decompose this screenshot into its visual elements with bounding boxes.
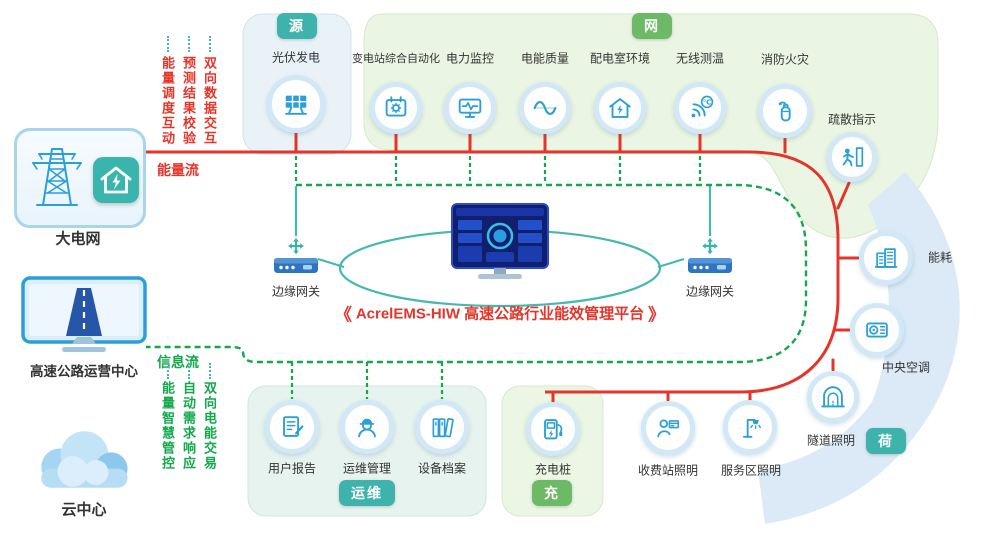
operation-center-card <box>20 276 148 361</box>
edge-gateway-left <box>268 237 324 279</box>
wireless-temp-icon: ℃ <box>691 95 714 118</box>
power-grid-label: 大电网 <box>55 230 101 248</box>
node-power-quality <box>519 82 571 134</box>
badge-source: 源 <box>277 13 317 39</box>
central-screen-icon <box>451 203 549 279</box>
device-links <box>294 186 712 269</box>
node-label-power-monitor: 电力监控 <box>445 51 495 66</box>
gateway-right-label: 边缘网关 <box>685 284 735 299</box>
badge-ops: 运维 <box>339 480 395 506</box>
node-label-service-area: 服务区照明 <box>720 463 782 478</box>
solar-panel-icon <box>285 95 307 115</box>
edge-gateway-icon <box>274 238 318 273</box>
toll-station-icon <box>657 419 680 438</box>
ev-charger-icon <box>544 419 563 440</box>
cloud-center-card <box>25 418 140 507</box>
left-guillemet: 《 <box>334 305 352 325</box>
cloud-center-label: 云中心 <box>61 501 107 519</box>
node-label-distribution-room: 配电室环境 <box>589 51 651 66</box>
annotation-forecast-check: 预测结果校验 <box>181 56 196 146</box>
hvac-icon <box>866 322 888 338</box>
power-monitor-icon <box>458 98 482 118</box>
platform-name: AcrelEMS-HIW 高速公路行业能效管理平台 <box>355 305 645 323</box>
power-grid-card <box>14 128 146 228</box>
annotation-energy-dispatch: 能量调度互动 <box>160 56 175 146</box>
energy-flow-label: 能量流 <box>157 162 199 178</box>
node-ev-charger <box>526 402 580 456</box>
node-label-solar: 光伏发电 <box>271 50 321 65</box>
dotted-leader <box>188 36 190 52</box>
node-label-evacuation: 疏散指示 <box>827 112 877 127</box>
node-label-user-report: 用户报告 <box>267 461 317 476</box>
node-solar <box>267 75 325 133</box>
energy-flow-ticks <box>294 132 860 405</box>
node-label-energy-consumption: 能耗 <box>927 250 953 265</box>
dotted-leader <box>209 36 211 52</box>
node-hvac <box>850 303 904 357</box>
central-screen <box>450 202 550 289</box>
node-toll-station-lighting <box>641 401 695 455</box>
badge-charge: 充 <box>532 480 572 506</box>
evacuation-exit-icon <box>842 147 864 167</box>
node-label-power-quality: 电能质量 <box>520 51 570 66</box>
fire-extinguisher-icon <box>778 101 791 122</box>
cloud-icon <box>41 431 128 488</box>
energy-flow-bus <box>146 150 840 394</box>
annotation-data-exchange: 双向数据交互 <box>202 56 217 146</box>
node-substation-automation <box>370 82 422 134</box>
node-label-maintenance: 运维管理 <box>342 461 392 476</box>
node-label-archive: 设备档案 <box>417 461 467 476</box>
distribution-room-icon <box>609 98 631 118</box>
equipment-archive-icon <box>432 418 454 438</box>
node-label-tunnel-lighting: 隧道照明 <box>806 433 856 448</box>
energy-consumption-icon <box>874 248 898 268</box>
service-area-lamp-icon <box>742 419 762 438</box>
info-flow-label: 信息流 <box>157 354 199 370</box>
svg-text:℃: ℃ <box>703 99 712 107</box>
grid-panel <box>363 13 939 239</box>
operation-center-label: 高速公路运营中心 <box>30 364 138 379</box>
node-wireless-temp: ℃ <box>674 82 726 134</box>
substation-automation-icon <box>385 96 407 117</box>
badge-grid: 网 <box>632 13 672 39</box>
node-label-toll-station: 收费站照明 <box>637 463 699 478</box>
right-guillemet: 》 <box>648 305 666 325</box>
node-user-report <box>265 400 319 454</box>
edge-gateway-right <box>682 237 738 279</box>
home-bolt-icon <box>93 157 139 203</box>
node-service-area-lighting <box>723 400 777 454</box>
dotted-leader <box>209 363 211 379</box>
annotation-energy-trade: 双向电能交易 <box>202 381 217 471</box>
node-label-wireless-temp: 无线测温 <box>675 51 725 66</box>
node-maintenance <box>340 400 394 454</box>
node-distribution-room <box>594 82 646 134</box>
dotted-leader <box>167 36 169 52</box>
annotation-demand-response: 自动需求响应 <box>181 381 196 471</box>
node-energy-consumption <box>859 231 913 285</box>
node-power-monitor <box>444 82 496 134</box>
node-label-substation: 变电站综合自动化 <box>352 53 440 65</box>
node-label-hvac: 中央空调 <box>881 360 931 375</box>
node-label-ev-charger: 充电桩 <box>534 462 572 477</box>
badge-load: 荷 <box>866 428 906 454</box>
node-label-fire: 消防火灾 <box>760 52 810 67</box>
node-tunnel-lighting <box>807 371 859 423</box>
node-fire-protection <box>758 84 812 138</box>
power-quality-icon <box>533 100 557 116</box>
annotation-smart-control: 能量智慧管控 <box>160 381 175 471</box>
power-tower-icon <box>32 148 82 206</box>
dotted-leader <box>188 363 190 379</box>
node-evacuation-sign <box>827 132 877 182</box>
info-flow-ticks <box>290 156 702 399</box>
dotted-leader <box>167 363 169 379</box>
tunnel-lighting-icon <box>821 386 845 408</box>
platform-title: 《 AcrelEMS-HIW 高速公路行业能效管理平台 》 <box>335 301 665 326</box>
highway-monitor-icon <box>21 276 147 352</box>
maintenance-worker-icon <box>358 418 376 438</box>
edge-gateway-icon <box>688 238 732 273</box>
user-report-icon <box>283 416 304 437</box>
node-equipment-archive <box>415 400 469 454</box>
gateway-left-label: 边缘网关 <box>271 284 321 299</box>
